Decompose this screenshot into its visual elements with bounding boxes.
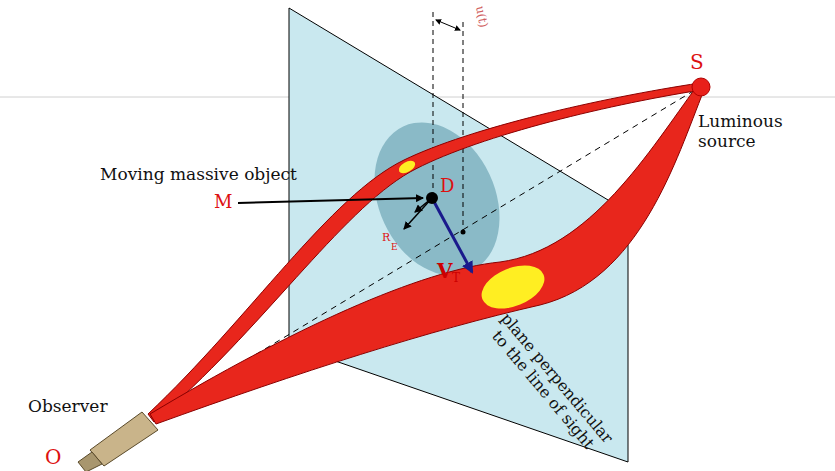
telescope-eyepiece bbox=[78, 452, 102, 471]
distance-arrow bbox=[436, 20, 460, 30]
radius-symbol: R bbox=[382, 232, 390, 245]
mass-symbol: M bbox=[214, 192, 232, 213]
observer-letter: O bbox=[45, 446, 61, 469]
source-star bbox=[692, 78, 710, 96]
velocity-symbol: V bbox=[437, 260, 453, 283]
pointer-line bbox=[238, 198, 423, 203]
velocity-subscript: T bbox=[452, 272, 460, 286]
dot bbox=[461, 230, 466, 235]
light-ray-band bbox=[150, 86, 704, 424]
dashed-line bbox=[433, 12, 434, 195]
telescope bbox=[90, 412, 158, 466]
source-letter: S bbox=[690, 51, 704, 74]
object-label: Moving massive object bbox=[100, 165, 297, 185]
massive-object bbox=[426, 192, 438, 204]
image-spot bbox=[397, 158, 418, 176]
image-spot bbox=[475, 257, 550, 317]
source-label: Luminous source bbox=[698, 112, 798, 151]
radius-subscript: E bbox=[391, 242, 398, 252]
observer-label: Observer bbox=[28, 397, 108, 417]
radius-arrow bbox=[404, 198, 432, 229]
distance-label: u(t) bbox=[472, 5, 489, 29]
lens-letter: D bbox=[440, 176, 454, 197]
dashed-line bbox=[463, 22, 464, 232]
